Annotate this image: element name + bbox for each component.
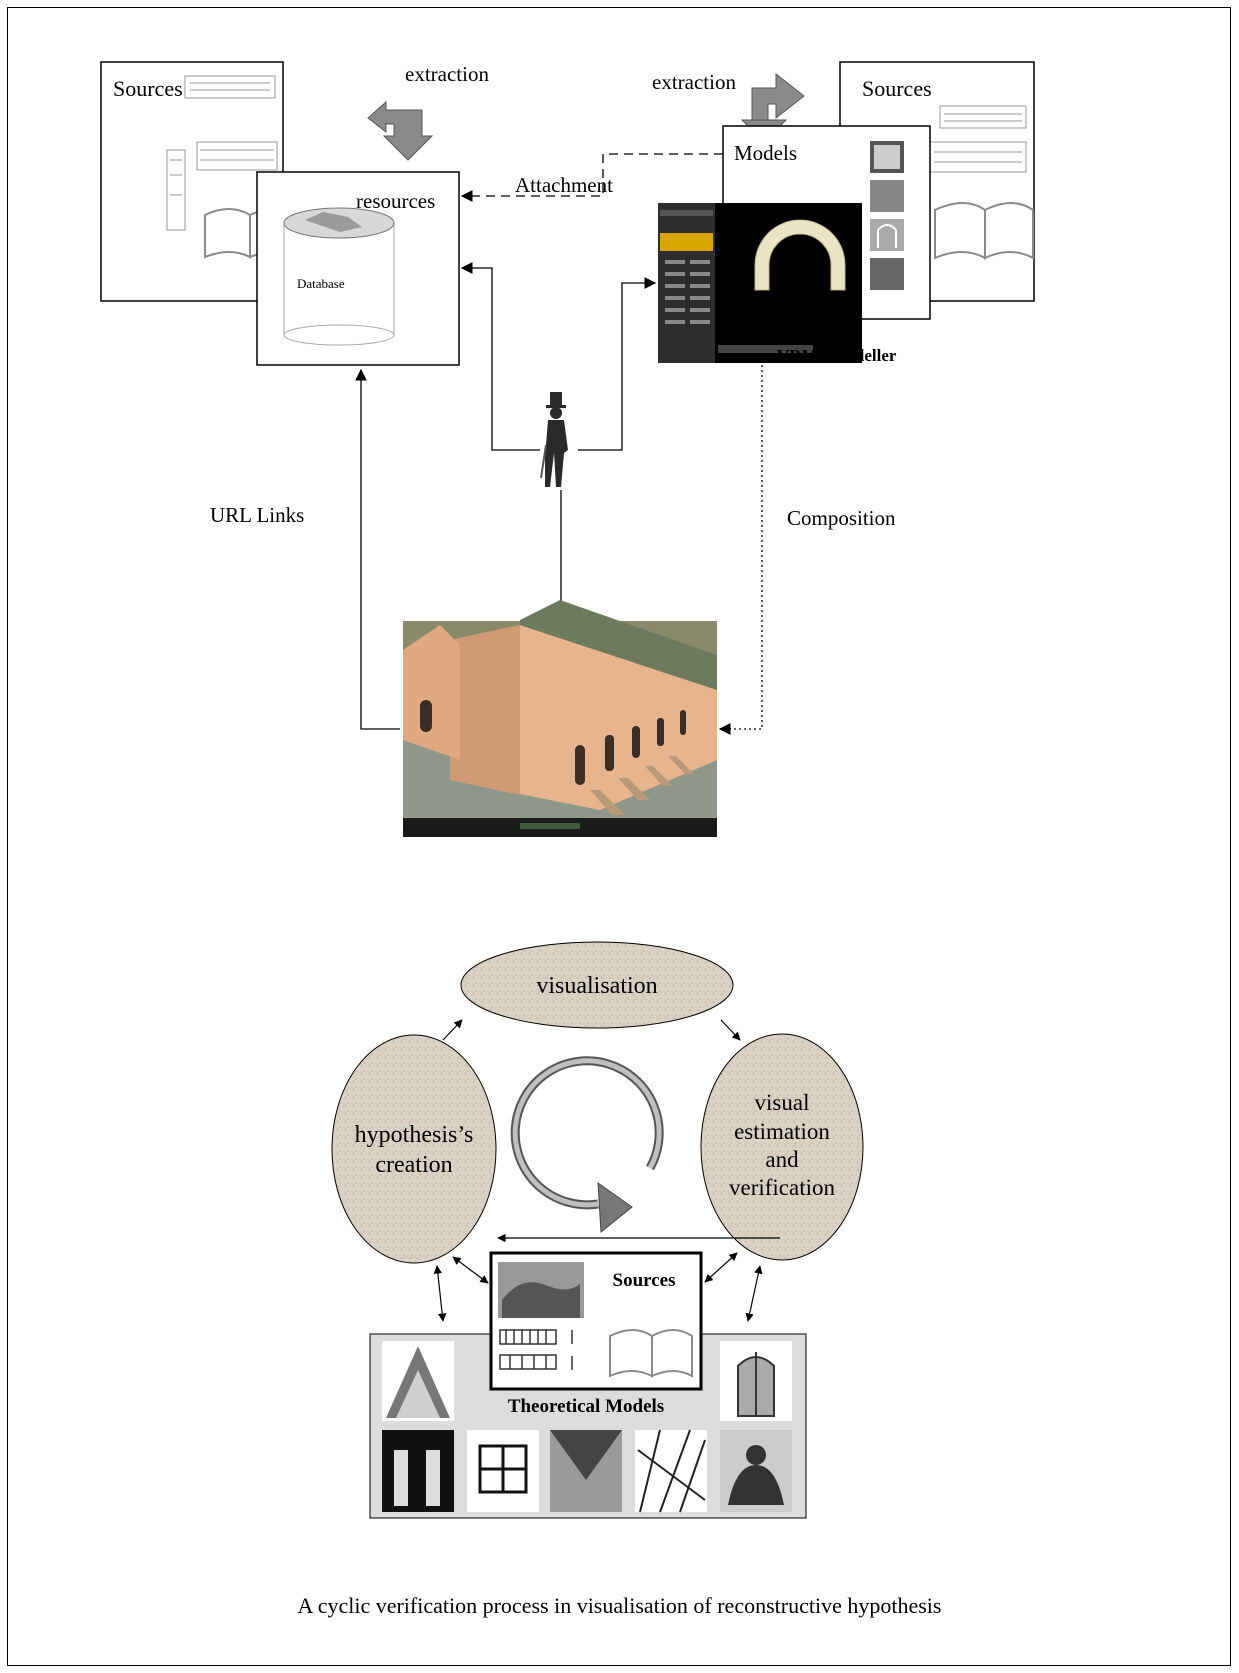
- visualisation-to-estimation-arrow: [720, 1019, 741, 1041]
- sources-right-label: Sources: [862, 76, 932, 101]
- attachment-label: Attachment: [515, 173, 613, 197]
- sources-document-right: Sources: [839, 61, 1035, 302]
- hypothesis-to-visualisation-arrow: [442, 1019, 463, 1041]
- attachment-arrow: [460, 153, 723, 202]
- database-label: Database: [297, 276, 345, 291]
- url-links-label: URL Links: [210, 503, 304, 527]
- extraction-arrow-left: [367, 100, 434, 161]
- resources-box: resources Database: [256, 171, 460, 366]
- estimation-line3: and: [765, 1147, 799, 1172]
- hypothesis-line2: creation: [375, 1152, 452, 1178]
- estimation-line4: verification: [729, 1175, 836, 1200]
- sources-left-label: Sources: [113, 76, 183, 101]
- figure-frame: [7, 7, 1231, 1666]
- resources-label: resources: [356, 189, 435, 213]
- figure-caption: A cyclic verification process in visuali…: [297, 1593, 942, 1618]
- person-to-resources-arrow: [460, 262, 540, 451]
- visualisation-node: visualisation: [460, 941, 734, 1029]
- theoretical-models-panel: Theoretical Models: [369, 1333, 807, 1519]
- model-thumbnail: [870, 180, 904, 212]
- sources-card-label: Sources: [613, 1270, 676, 1291]
- sources-document-left: Sources: [100, 61, 296, 302]
- person-figure: [540, 392, 568, 487]
- composition-label: Composition: [787, 506, 896, 530]
- vrml-modeller-label: VRML modeller: [777, 346, 897, 365]
- models-label: Models: [734, 141, 797, 165]
- hypothesis-models-link: [433, 1265, 447, 1322]
- model-thumbnail: [870, 219, 904, 251]
- model-thumbnail: [870, 258, 904, 290]
- cycle-arrow-icon: [510, 1056, 664, 1233]
- model-image-arch: [382, 1430, 454, 1512]
- person-to-modeller-arrow: [578, 277, 657, 451]
- composition-arrow: [718, 365, 763, 735]
- reconstruction-scene: [403, 600, 717, 837]
- hypothesis-node: hypothesis’s creation: [331, 1034, 497, 1264]
- visualisation-label: visualisation: [536, 973, 657, 999]
- database-icon: [283, 207, 395, 346]
- url-links-arrow: [355, 368, 400, 730]
- model-image-timber: [635, 1430, 707, 1512]
- estimation-line1: visual: [755, 1090, 810, 1115]
- estimation-sources-link: [704, 1252, 738, 1283]
- hypothesis-line1: hypothesis’s: [355, 1122, 474, 1148]
- estimation-line2: estimation: [734, 1119, 830, 1144]
- book-icon: [934, 202, 1034, 260]
- sources-card: Sources: [489, 1251, 703, 1391]
- estimation-node: visual estimation and verification: [700, 1033, 864, 1261]
- hypothesis-sources-link: [452, 1256, 489, 1284]
- book-icon: [609, 1329, 693, 1378]
- estimation-models-link: [745, 1265, 763, 1322]
- extraction-left-label: extraction: [405, 62, 489, 86]
- extraction-right-label: extraction: [652, 70, 736, 94]
- theoretical-models-label: Theoretical Models: [508, 1396, 664, 1417]
- vrml-modeller-screenshot: [658, 203, 862, 363]
- sources-left-thumbnails: [166, 75, 278, 231]
- source-drawings: [499, 1329, 573, 1370]
